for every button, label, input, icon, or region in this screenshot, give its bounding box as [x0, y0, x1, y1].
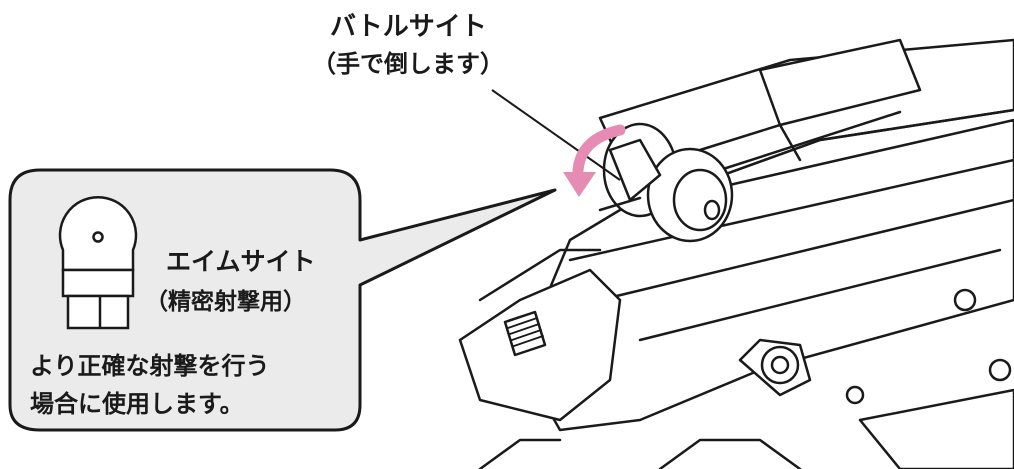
aim-sight-icon [58, 195, 138, 330]
battle-sight-leader-line [491, 89, 621, 181]
battle-sight-note: （手で倒します） [312, 50, 504, 78]
battle-sight-title: バトルサイト [330, 12, 487, 42]
aim-sight-title: エイムサイト [166, 247, 316, 276]
aim-sight-description-line2: 場合に使用します。 [30, 390, 244, 418]
aim-sight-note: （精密射撃用） [145, 289, 306, 315]
aim-sight-callout [8, 168, 557, 432]
rotation-arrow-icon [563, 124, 626, 197]
aim-sight-description-line1: より正確な射撃を行う [30, 352, 270, 380]
rifle-illustration [458, 38, 1014, 469]
